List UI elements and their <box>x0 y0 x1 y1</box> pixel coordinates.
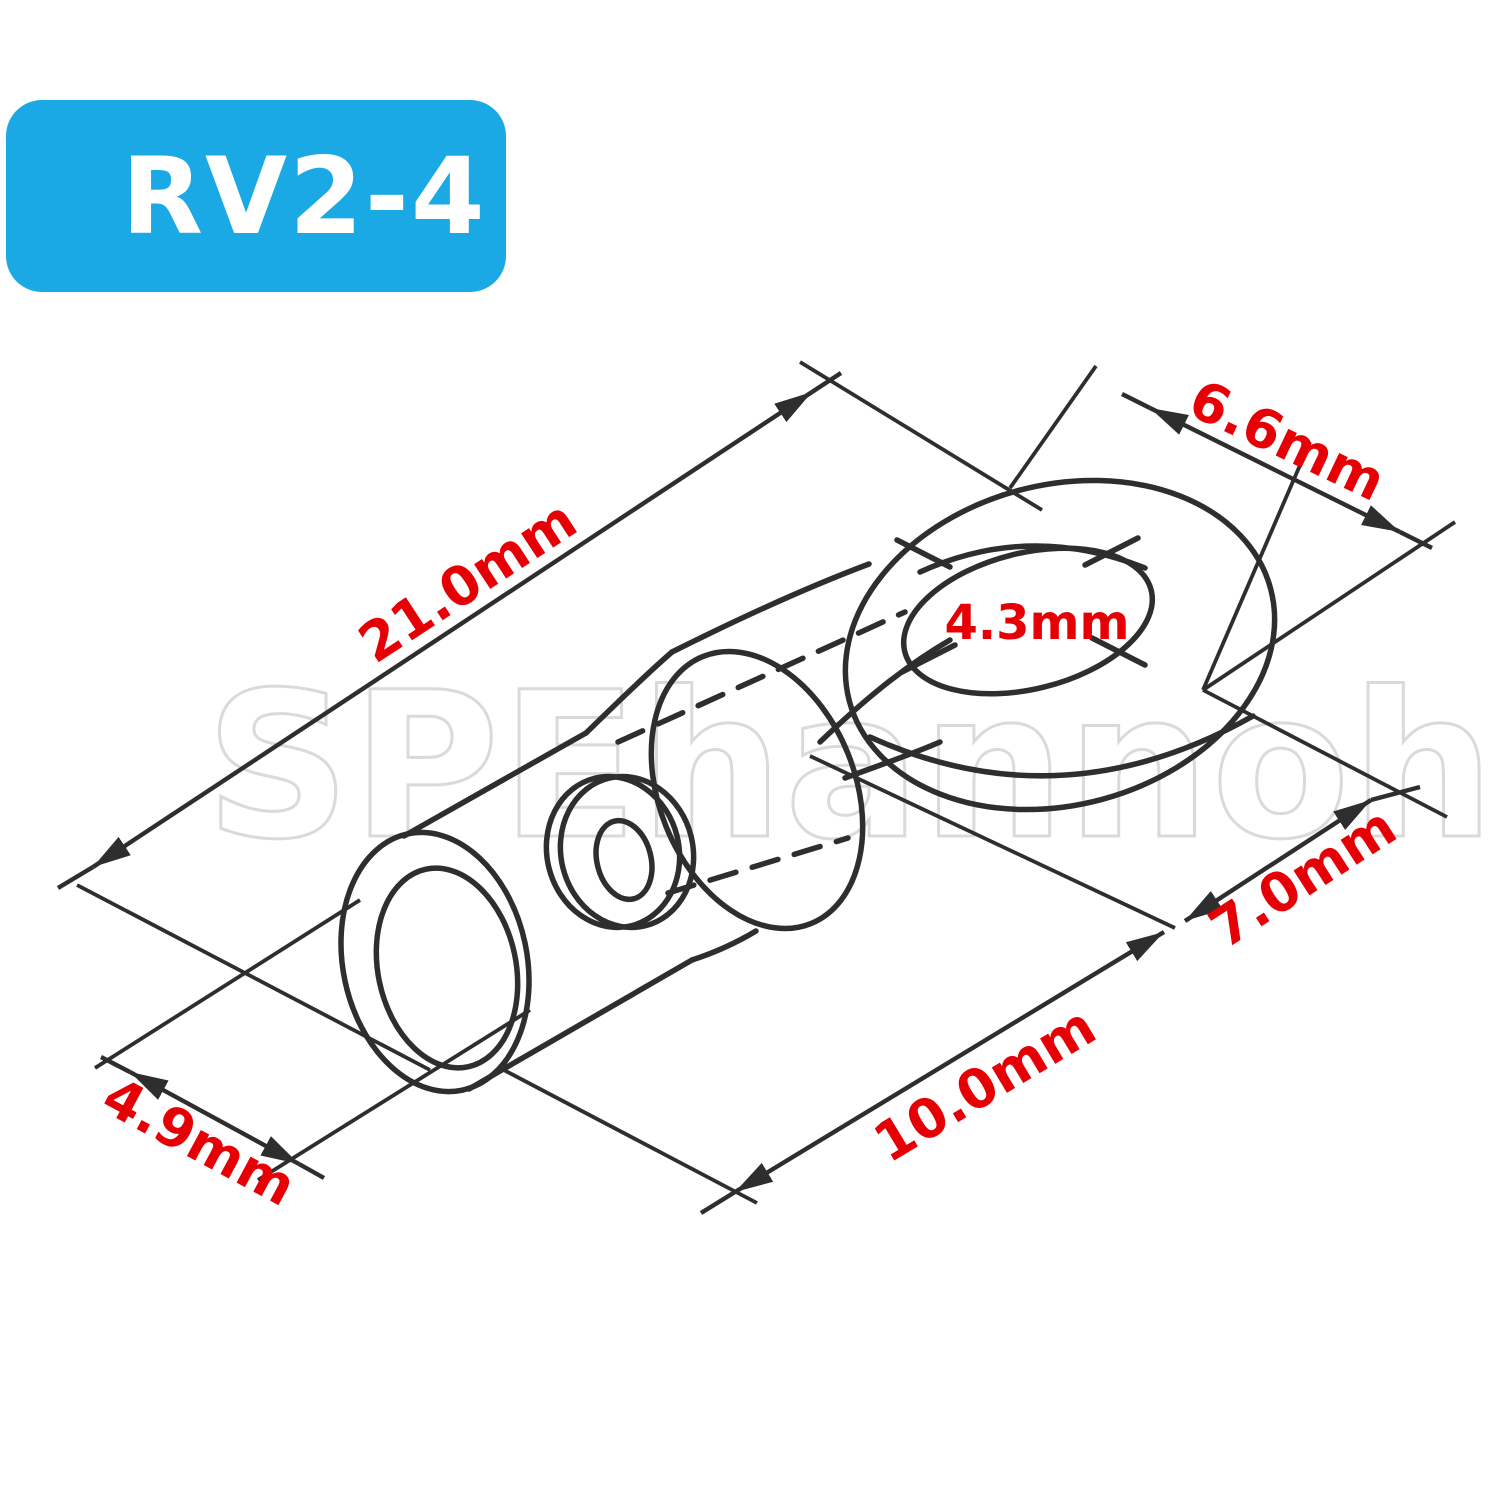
dimension-lines <box>56 371 1433 1215</box>
terminal-outline <box>338 477 1278 1095</box>
model-badge-label: RV2-4 <box>121 134 487 258</box>
model-badge: RV2-4 <box>6 100 506 292</box>
witness-lines <box>76 360 1457 1205</box>
dimension-label-hole-diameter: 4.3mm <box>944 595 1130 651</box>
